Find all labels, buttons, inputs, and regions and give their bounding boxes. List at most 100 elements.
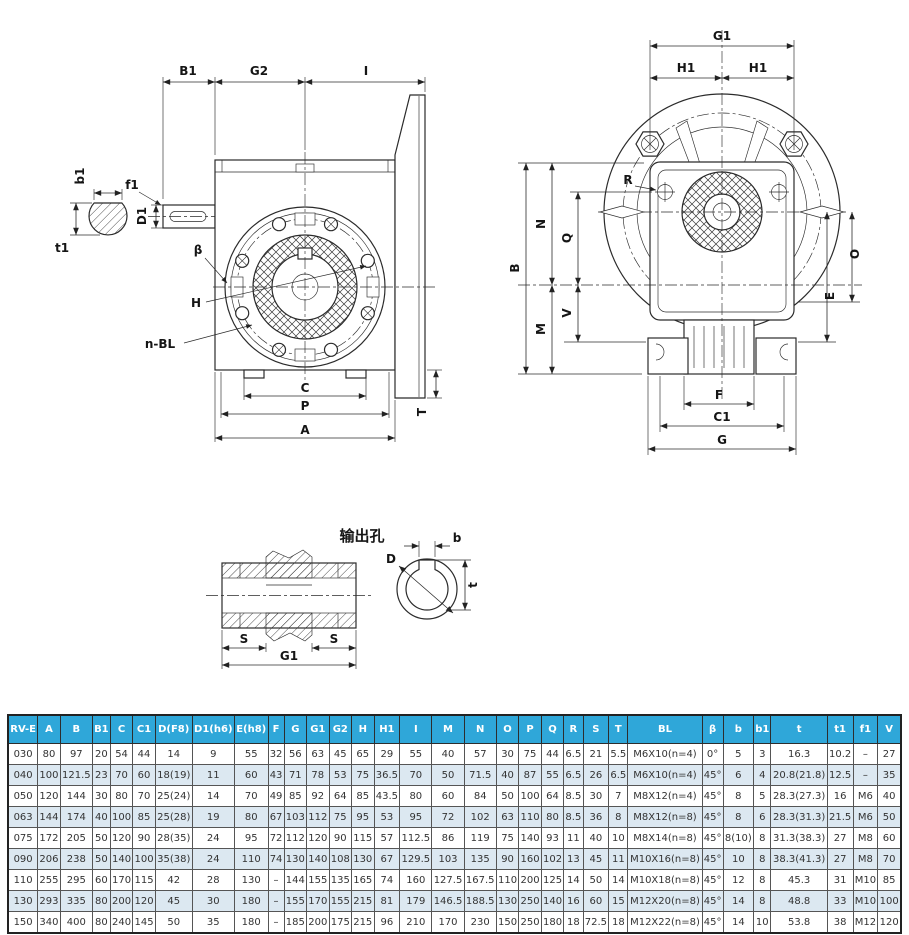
table-cell: 28.3(31.3) (770, 806, 828, 828)
table-cell: 50 (91, 848, 111, 870)
table-cell: 185 (283, 911, 308, 934)
table-cell: 31 (826, 869, 854, 891)
dim-label-I: I (364, 64, 368, 78)
table-cell: 140 (306, 848, 330, 870)
dim-label-V: V (560, 308, 574, 318)
bolt-holes (235, 217, 375, 357)
table-cell: 40 (495, 764, 520, 786)
table-cell: 293 (37, 890, 61, 912)
table-cell: 5 (753, 785, 772, 807)
table-cell: 65 (351, 743, 375, 765)
table-cell: 250 (518, 911, 542, 934)
table-cell: 180 (233, 890, 269, 912)
table-cell: 8 (608, 806, 629, 828)
table-cell: 60 (431, 785, 465, 807)
table-cell: 71.5 (463, 764, 497, 786)
dim-label-D1: D1 (135, 207, 149, 225)
table-cell: 42 (154, 869, 193, 891)
dim-label-beta: β (194, 243, 203, 257)
table-cell: 110 (233, 848, 269, 870)
dim-label-n-BL: n-BL (145, 337, 176, 351)
table-cell: 75 (518, 743, 542, 765)
table-cell: M10X18(n=8) (627, 869, 703, 891)
column-header: b (722, 714, 755, 744)
table-cell: 35 (191, 911, 235, 934)
dim-label-D: D (386, 552, 396, 566)
table-cell: 24 (191, 848, 235, 870)
table-cell: 155 (283, 890, 308, 912)
table-cell: M8 (852, 848, 879, 870)
table-cell: 50 (582, 869, 610, 891)
table-cell: 200 (109, 890, 134, 912)
table-cell: 11 (191, 764, 235, 786)
table-cell: 14 (563, 869, 584, 891)
table-cell: 174 (59, 806, 93, 828)
table-cell: 110 (495, 869, 520, 891)
table-cell: 44 (540, 743, 565, 765)
output-bore-drawing: 输出孔 S S G1 b D t (206, 527, 480, 669)
table-cell: 25(24) (154, 785, 193, 807)
table-cell: 29 (373, 743, 401, 765)
dim-label-T: T (415, 407, 429, 416)
table-cell: 53.8 (770, 911, 828, 934)
table-cell: 188.5 (463, 890, 497, 912)
table-cell: 95 (233, 827, 269, 849)
table-cell: 121.5 (59, 764, 93, 786)
table-cell: 102 (540, 848, 565, 870)
table-cell: 16 (563, 890, 584, 912)
table-cell: 40 (431, 743, 465, 765)
table-cell: 40 (91, 806, 111, 828)
dim-label-B: B (508, 263, 522, 272)
table-cell: 115 (351, 827, 375, 849)
column-header: V (877, 714, 902, 744)
table-cell: – (852, 743, 879, 765)
table-cell: 0° (701, 743, 724, 765)
table-cell: 230 (463, 911, 497, 934)
table-cell: 7 (608, 785, 629, 807)
table-cell: 26 (582, 764, 610, 786)
table-cell: M8X12(n=4) (627, 785, 703, 807)
table-cell: 36 (582, 806, 610, 828)
table-cell: 250 (518, 890, 542, 912)
column-header: RV-E (7, 714, 39, 744)
table-cell: 72 (267, 827, 285, 849)
dim-label-O: O (848, 249, 862, 259)
table-cell: 115 (132, 869, 156, 891)
table-cell: 15 (608, 890, 629, 912)
table-cell: 125 (540, 869, 565, 891)
table-cell: 144 (59, 785, 93, 807)
dim-label-M: M (534, 323, 548, 335)
table-cell: 205 (59, 827, 93, 849)
table-cell: 72 (431, 806, 465, 828)
table-cell: 10 (753, 911, 772, 934)
table-cell: 70 (132, 785, 156, 807)
table-cell: 120 (877, 911, 902, 934)
dim-label-F: F (715, 388, 723, 402)
column-header: C1 (132, 714, 156, 744)
table-cell: 64 (328, 785, 353, 807)
table-cell: 129.5 (399, 848, 433, 870)
table-cell: 74 (373, 869, 401, 891)
table-cell: 63 (495, 806, 520, 828)
table-cell: 10 (722, 848, 755, 870)
table-cell: 63 (306, 743, 330, 765)
table-cell: 87 (518, 764, 542, 786)
table-cell: 95 (399, 806, 433, 828)
table-cell: 165 (351, 869, 375, 891)
dim-label-G1: G1 (713, 29, 731, 43)
table-cell: 28 (191, 869, 235, 891)
column-header: O (495, 714, 520, 744)
column-header: Q (540, 714, 565, 744)
table-cell: – (267, 869, 285, 891)
table-cell: M12X20(n=8) (627, 890, 703, 912)
table-cell: 64 (540, 785, 565, 807)
table-cell: 120 (109, 827, 134, 849)
column-header: S (582, 714, 610, 744)
table-cell: 40 (877, 785, 902, 807)
table-cell: 14 (154, 743, 193, 765)
table-cell: 240 (109, 911, 134, 934)
